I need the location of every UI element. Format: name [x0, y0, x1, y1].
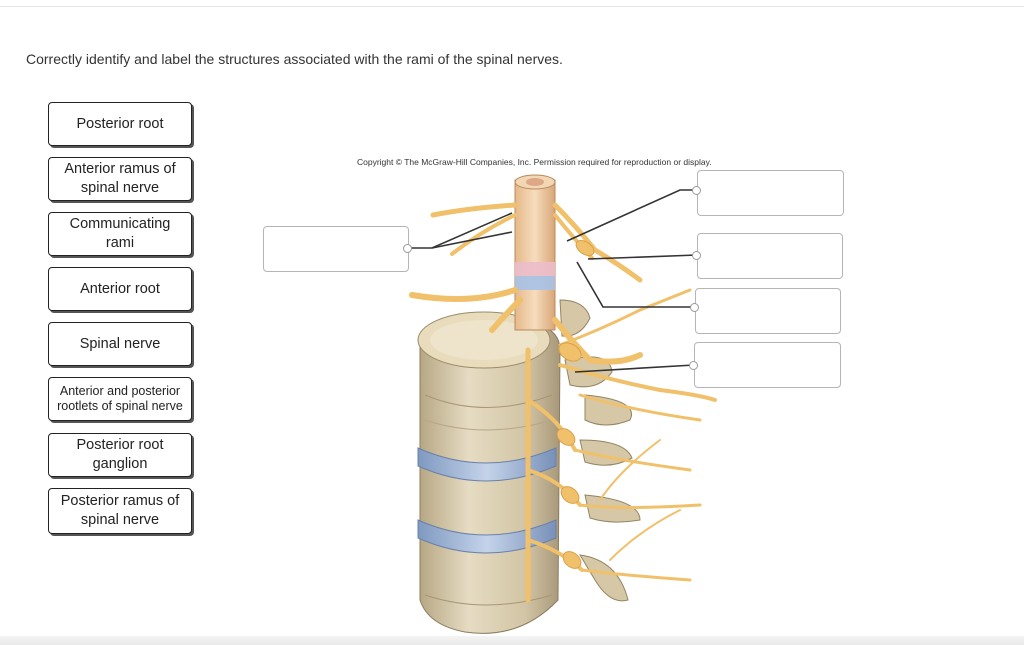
drop-target-right-2[interactable]	[697, 233, 843, 279]
drop-target-connector-icon	[403, 244, 412, 253]
label-text: Posterior root	[76, 115, 164, 132]
copyright-notice: Copyright © The McGraw-Hill Companies, I…	[357, 157, 712, 167]
label-text: spinal nerve	[80, 512, 160, 528]
draggable-label-anterior-ramus[interactable]: Anterior ramus of spinal nerve	[48, 157, 192, 201]
spinal-cord	[514, 174, 556, 331]
draggable-label-posterior-root-ganglion[interactable]: Posterior root ganglion	[48, 433, 192, 477]
label-text: rootlets of spinal nerve	[57, 399, 183, 413]
leader-lines	[408, 189, 698, 373]
label-text: Communicating	[69, 216, 171, 232]
drop-target-connector-icon	[692, 251, 701, 260]
label-text: Posterior ramus of	[60, 493, 180, 509]
top-divider	[0, 6, 1024, 7]
drop-target-right-1[interactable]	[697, 170, 844, 216]
label-text: Anterior and posterior	[59, 384, 181, 398]
draggable-label-posterior-root[interactable]: Posterior root	[48, 102, 192, 146]
draggable-label-anterior-root[interactable]: Anterior root	[48, 267, 192, 311]
draggable-label-spinal-nerve[interactable]: Spinal nerve	[48, 322, 192, 366]
drop-target-right-4[interactable]	[694, 342, 841, 388]
posterior-root-ganglia	[556, 239, 595, 569]
draggable-label-posterior-ramus[interactable]: Posterior ramus of spinal nerve	[48, 488, 192, 534]
drop-target-left[interactable]	[263, 226, 409, 272]
label-text: ganglion	[92, 456, 148, 472]
drop-target-connector-icon	[690, 303, 699, 312]
drop-target-connector-icon	[689, 361, 698, 370]
vertebral-body-stack	[417, 311, 561, 634]
label-text: Spinal nerve	[79, 335, 161, 352]
label-text: Anterior ramus of	[64, 161, 176, 177]
draggable-label-communicating-rami[interactable]: Communicating rami	[48, 212, 192, 256]
question-instructions: Correctly identify and label the structu…	[26, 51, 563, 67]
label-text: Posterior root	[76, 437, 164, 453]
label-text: Anterior root	[80, 280, 160, 297]
drop-target-right-3[interactable]	[695, 288, 841, 334]
drop-target-connector-icon	[692, 186, 701, 195]
label-text: rami	[105, 235, 135, 251]
label-text: spinal nerve	[80, 180, 160, 196]
bottom-edge	[0, 636, 1024, 645]
